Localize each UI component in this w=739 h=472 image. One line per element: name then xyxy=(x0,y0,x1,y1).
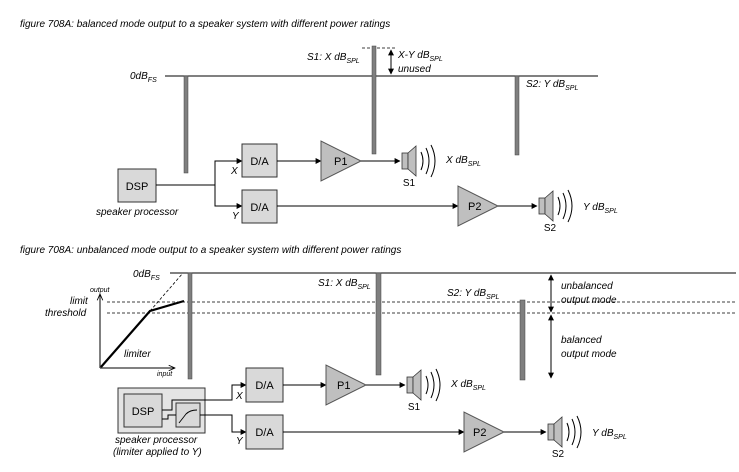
unused-label: unused xyxy=(398,64,431,75)
limiter-block xyxy=(175,402,201,428)
figure-1: figure 708A: balanced mode output to a s… xyxy=(20,19,618,234)
dsp-caption-2b: (limiter applied to Y) xyxy=(113,447,202,458)
wire-dsp2-to-limiter xyxy=(162,414,176,420)
speaker-s2-icon xyxy=(538,189,573,223)
graph-output-label: output xyxy=(90,287,111,294)
da-bottom-box-2 xyxy=(245,414,284,450)
channel-x-label-2: X xyxy=(235,391,243,402)
graph-input-label: input xyxy=(157,371,173,378)
speaker-s1-icon xyxy=(401,144,436,178)
dsp-caption: speaker processor xyxy=(96,207,179,218)
s1-level-label: S1: X dBSPL xyxy=(307,52,360,65)
da-top-box xyxy=(241,143,278,178)
da-bottom-label: D/A xyxy=(250,202,269,214)
s1-level-bar xyxy=(371,45,377,155)
s1-output-label: X dBSPL xyxy=(445,155,481,168)
dsp-label: DSP xyxy=(126,181,149,193)
da-bottom-label-2: D/A xyxy=(255,427,274,439)
amp-p2-2 xyxy=(463,411,506,453)
amp-p1-label: P1 xyxy=(334,156,347,168)
limiter-graph: output input limiter xyxy=(90,272,185,378)
unbalanced-label-1: unbalanced xyxy=(561,281,613,292)
dsp-level-bar xyxy=(183,75,189,174)
headroom-label: X-Y dBSPL xyxy=(397,50,443,63)
unbalanced-label-2: output mode xyxy=(561,295,617,306)
wire-dsp2-to-da-top xyxy=(162,382,247,411)
zero-dbfs-label: 0dBFS xyxy=(130,71,157,84)
da-bottom-box xyxy=(241,189,278,224)
da-top-label-2: D/A xyxy=(255,380,274,392)
s1-level-label-2: S1: X dBSPL xyxy=(318,278,371,291)
wire-limiter-to-da-bottom xyxy=(200,414,247,435)
s1-level-bar-2 xyxy=(375,272,382,376)
channel-x-label: X xyxy=(230,166,238,177)
s2-level-bar xyxy=(514,75,520,156)
dsp-caption-2a: speaker processor xyxy=(115,435,198,446)
channel-y-label-2: Y xyxy=(236,436,244,447)
balanced-label-1: balanced xyxy=(561,335,602,346)
da-top-label: D/A xyxy=(250,156,269,168)
limiter-block-icon xyxy=(178,409,198,424)
s2-output-label: Y dBSPL xyxy=(583,202,618,215)
speaker-s1-label-2: S1 xyxy=(408,402,421,413)
speaker-s2-label-2: S2 xyxy=(552,449,565,460)
graph-extension-dashed xyxy=(149,272,184,312)
amp-p1 xyxy=(320,140,363,182)
s1-output-label-2: X dBSPL xyxy=(450,379,486,392)
speaker-s2-icon-2 xyxy=(547,415,582,449)
amp-p2 xyxy=(457,185,500,227)
speaker-s2-label: S2 xyxy=(544,223,557,234)
dsp-box xyxy=(117,168,157,203)
figure-2: figure 708A: unbalanced mode output to a… xyxy=(20,245,736,460)
s2-output-label-2: Y dBSPL xyxy=(592,428,627,441)
dsp-label-2: DSP xyxy=(132,406,155,418)
s2-level-label: S2: Y dBSPL xyxy=(526,79,578,92)
figure-2-title: figure 708A: unbalanced mode output to a… xyxy=(20,245,401,256)
speaker-s1-label: S1 xyxy=(403,178,416,189)
wire-dsp-to-da-bottom xyxy=(214,185,243,209)
amp-p2-label: P2 xyxy=(468,201,481,213)
speaker-s1-icon-2 xyxy=(406,368,441,402)
dsp-level-bar-2 xyxy=(187,272,193,380)
s2-level-label-2: S2: Y dBSPL xyxy=(447,288,499,301)
wire-dsp-to-da-top xyxy=(156,158,243,186)
graph-limiter-label: limiter xyxy=(124,349,151,360)
threshold-label: threshold xyxy=(45,308,87,319)
s2-level-bar-2 xyxy=(519,299,526,381)
balanced-label-2: output mode xyxy=(561,349,617,360)
figure-1-title: figure 708A: balanced mode output to a s… xyxy=(20,19,390,30)
amp-p2-label-2: P2 xyxy=(473,427,486,439)
channel-y-label: Y xyxy=(232,211,240,222)
amp-p1-label-2: P1 xyxy=(337,380,350,392)
amp-p1-2 xyxy=(325,364,368,406)
zero-dbfs-label-2: 0dBFS xyxy=(133,269,160,282)
limit-label: limit xyxy=(70,296,89,307)
dsp-box-2 xyxy=(123,393,163,428)
